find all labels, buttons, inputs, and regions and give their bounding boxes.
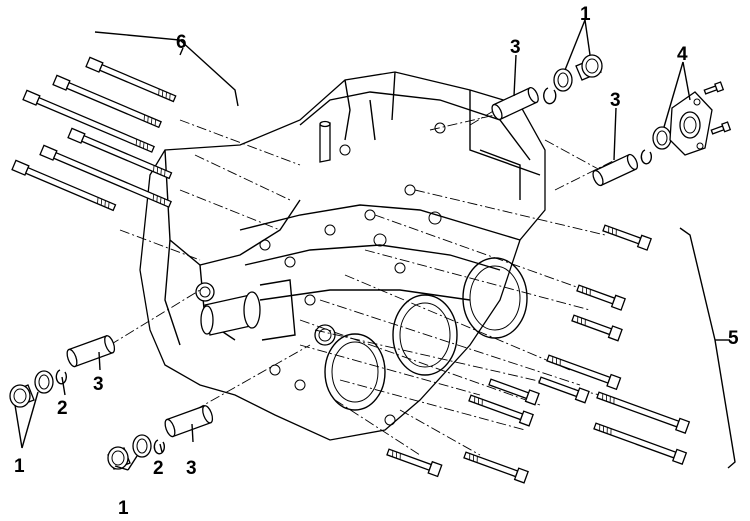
callout-6: 6 bbox=[176, 32, 187, 53]
callout-3-left: 3 bbox=[93, 374, 104, 395]
screw bbox=[710, 121, 732, 135]
bolt bbox=[546, 354, 622, 391]
callout-4: 4 bbox=[677, 44, 688, 65]
callout-2-bottom: 2 bbox=[153, 458, 164, 479]
callout-3-right: 3 bbox=[610, 90, 621, 111]
callout-1-top: 1 bbox=[580, 4, 591, 25]
bolt bbox=[468, 394, 534, 427]
leader-lines bbox=[14, 19, 730, 471]
callout-1-left: 1 bbox=[14, 456, 25, 477]
bolt bbox=[488, 378, 540, 406]
crankcase-block bbox=[139, 71, 546, 441]
bottom-left-parts bbox=[9, 335, 214, 470]
bolt-long bbox=[22, 89, 155, 153]
bolt bbox=[593, 422, 688, 465]
bracket-5 bbox=[679, 227, 736, 469]
plug bbox=[9, 384, 35, 408]
snap-ring bbox=[55, 369, 67, 385]
callout-3-bottom: 3 bbox=[186, 458, 197, 479]
snap-ring bbox=[640, 149, 652, 165]
bolt bbox=[596, 391, 691, 434]
bolt-long bbox=[67, 127, 173, 180]
snap-ring bbox=[543, 87, 557, 105]
washer bbox=[553, 68, 573, 92]
top-right-parts bbox=[491, 54, 732, 187]
bolt bbox=[538, 376, 590, 404]
dowel-pin bbox=[491, 86, 539, 121]
dowel-pin bbox=[66, 335, 116, 368]
washer bbox=[652, 126, 672, 150]
bracket-6 bbox=[94, 31, 239, 107]
bolt bbox=[386, 448, 443, 478]
assembly-center-lines bbox=[109, 91, 616, 456]
callout-3-top: 3 bbox=[510, 37, 521, 58]
washer bbox=[132, 434, 152, 458]
plug bbox=[575, 54, 603, 81]
bolt-group-top bbox=[11, 31, 239, 212]
screw bbox=[703, 81, 725, 95]
bolt-long bbox=[85, 56, 177, 103]
callout-1-bottom: 1 bbox=[118, 498, 129, 519]
callout-2-left: 2 bbox=[57, 398, 68, 419]
washer bbox=[34, 370, 54, 394]
bolt bbox=[463, 451, 529, 484]
callout-labels: 1 3 3 4 6 5 1 2 3 1 2 3 bbox=[14, 4, 739, 519]
bolt bbox=[571, 314, 623, 342]
snap-ring bbox=[153, 439, 165, 455]
bolt-long bbox=[39, 144, 172, 208]
bolt bbox=[576, 284, 626, 311]
dowel-pin bbox=[592, 153, 639, 187]
dowel-pin bbox=[164, 405, 214, 438]
callout-5: 5 bbox=[728, 328, 739, 349]
bolt bbox=[602, 224, 652, 251]
bolt-long bbox=[11, 159, 117, 212]
cover-plate bbox=[669, 91, 713, 156]
bolt-long bbox=[52, 74, 162, 129]
plug bbox=[107, 446, 131, 470]
